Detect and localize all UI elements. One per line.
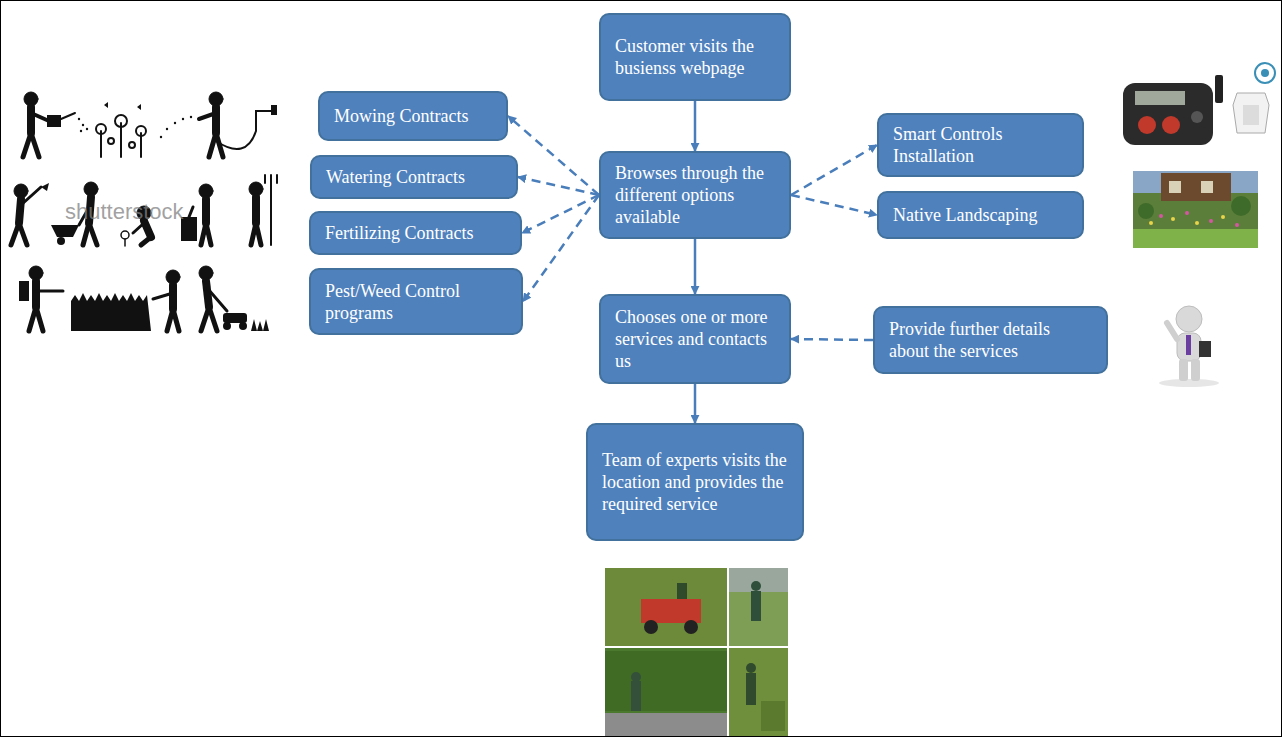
connector-arrow: [791, 145, 877, 195]
service-box: Smart Controls Installation: [877, 113, 1084, 177]
gardener-icons: [11, 92, 277, 331]
service-box: Native Landscaping: [877, 191, 1084, 239]
box-text: Team of experts visits the location and …: [602, 449, 788, 515]
controller-picture: [1123, 63, 1275, 145]
connector-arrow: [694, 384, 697, 423]
box-text: Mowing Contracts: [334, 105, 492, 127]
box-text: Fertilizing Contracts: [325, 222, 506, 244]
connector-arrow: [508, 116, 599, 195]
box-text: Native Landscaping: [893, 204, 1068, 226]
connector-arrow: [694, 101, 697, 151]
start-box: Customer visits the busienss webpage: [599, 13, 791, 101]
process-box: Chooses one or more services and contact…: [599, 294, 791, 384]
connector-arrow: [518, 177, 599, 195]
box-text: Smart Controls Installation: [893, 123, 1068, 167]
service-photos: [605, 568, 788, 737]
service-box: Fertilizing Contracts: [309, 211, 522, 255]
connector-arrow: [791, 195, 877, 215]
box-text: Provide further details about the servic…: [889, 318, 1092, 362]
box-text: Customer visits the busienss webpage: [615, 35, 775, 79]
connector-arrow: [694, 239, 697, 294]
box-text: Chooses one or more services and contact…: [615, 306, 775, 372]
consultant-figure: [1159, 306, 1219, 387]
watermark: shutterstock: [65, 199, 184, 225]
connector-arrow: [522, 195, 599, 233]
info-box: Provide further details about the servic…: [873, 306, 1108, 374]
connector-arrow: [791, 339, 873, 340]
process-box: Team of experts visits the location and …: [586, 423, 804, 541]
box-text: Watering Contracts: [326, 166, 502, 188]
service-box: Mowing Contracts: [318, 91, 508, 141]
service-box: Pest/Weed Control programs: [309, 268, 523, 335]
box-text: Browses through the different options av…: [615, 162, 775, 228]
connector-arrow: [523, 195, 599, 302]
process-box: Browses through the different options av…: [599, 151, 791, 239]
service-box: Watering Contracts: [310, 155, 518, 199]
box-text: Pest/Weed Control programs: [325, 280, 507, 324]
garden-photo: [1133, 171, 1258, 248]
